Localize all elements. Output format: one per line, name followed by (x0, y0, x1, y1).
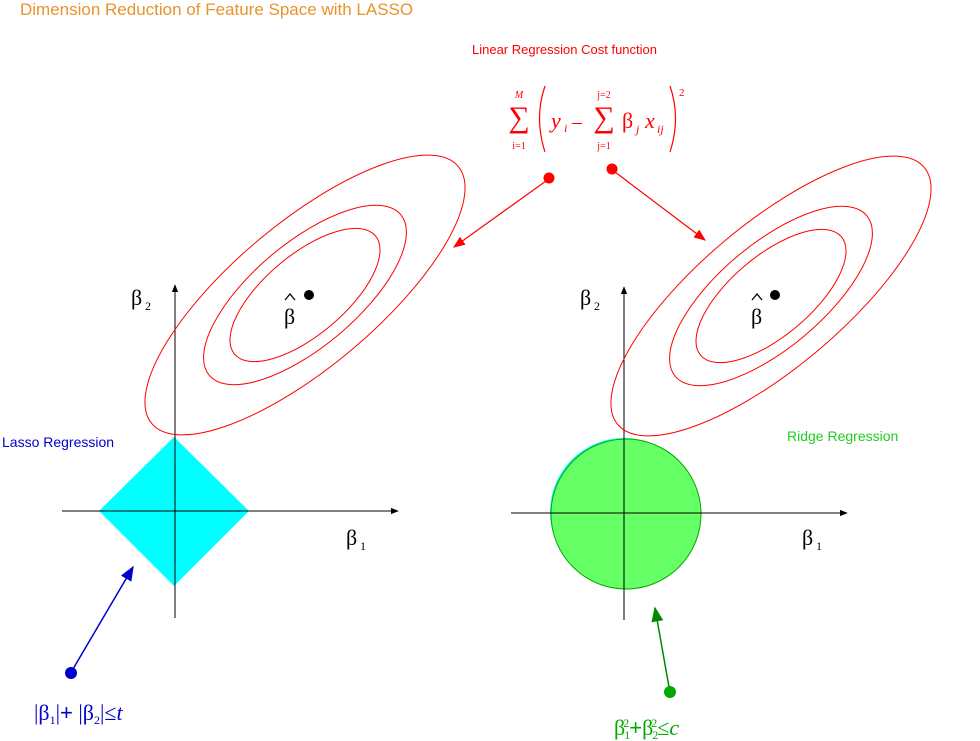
lasso-panel: β 2 β 1 β |β1|+ |β2|≤t (34, 154, 466, 727)
lasso-beta-hat-point (304, 290, 314, 300)
cost-arrow-right (614, 171, 706, 241)
ridge-beta2-sub: 2 (594, 299, 600, 313)
inner-sum-upper: j=2 (596, 90, 610, 101)
formula-x: x (644, 108, 655, 133)
ridge-contour-inner (695, 228, 847, 364)
lasso-contour-middle (203, 204, 407, 386)
ridge-arrow (651, 606, 670, 688)
formula-beta-sub: j (634, 122, 640, 136)
inner-sum-lower: j=1 (596, 141, 610, 152)
lasso-axis-labels: β 2 β 1 β (131, 285, 366, 553)
ridge-beta2-label: β (580, 285, 591, 310)
ridge-hat-mark (751, 292, 763, 301)
ridge-contours (610, 155, 932, 437)
ridge-regression-label: Ridge Regression (787, 428, 899, 444)
lasso-contour-inner (229, 227, 381, 363)
right-paren (669, 85, 677, 153)
ridge-beta1-label: β (802, 525, 813, 550)
lasso-beta1-label: β (346, 525, 357, 550)
cost-arrow-left (453, 180, 547, 248)
lasso-contours (144, 154, 466, 436)
lasso-constraint: |β1|+ |β2|≤t (34, 700, 123, 727)
outer-sum-upper: M (514, 90, 524, 101)
ridge-beta-hat-label: β (751, 304, 762, 329)
ridge-axis-labels: β 2 β 1 β (580, 285, 822, 553)
lasso-arrow (72, 565, 134, 670)
ridge-arrow-dot (664, 686, 676, 698)
ridge-panel: β 2 β 1 β β12+β22≤c (511, 155, 932, 741)
cost-arrow-right-dot (606, 163, 618, 175)
formula-power: 2 (679, 87, 685, 99)
ridge-constraint: β12+β22≤c (614, 715, 679, 741)
outer-sum-lower: i=1 (512, 141, 525, 152)
lasso-hat-mark (284, 292, 296, 301)
lasso-beta-hat-label: β (284, 304, 295, 329)
ridge-contour-outer (610, 155, 932, 437)
lasso-beta1-sub: 1 (360, 539, 366, 553)
left-paren (538, 85, 546, 153)
ridge-contour-middle (669, 205, 873, 387)
formula-y-sub: i (564, 121, 567, 135)
formula-beta: β (622, 108, 633, 133)
ridge-circle (550, 438, 702, 590)
lasso-contour-outer (144, 154, 466, 436)
cost-function-label: Linear Regression Cost function (472, 42, 657, 57)
diagram-title: Dimension Reduction of Feature Space wit… (20, 0, 414, 19)
cost-arrow-left-dot (543, 172, 555, 184)
outer-sum-symbol: ∑ (508, 101, 529, 134)
lasso-arrow-dot (65, 667, 77, 679)
ridge-beta1-sub: 1 (816, 539, 822, 553)
cost-function-formula: M ∑ i=1 y i – j=2 ∑ j=1 β j x ij 2 (508, 85, 685, 153)
cost-arrows (453, 163, 706, 248)
lasso-beta2-label: β (131, 285, 142, 310)
lasso-regression-label: Lasso Regression (2, 434, 115, 450)
lasso-beta2-sub: 2 (145, 299, 151, 313)
formula-y: y (549, 108, 561, 133)
ridge-beta-hat-point (770, 290, 780, 300)
formula-x-sub: ij (657, 122, 664, 136)
formula-minus: – (571, 111, 583, 133)
inner-sum-symbol: ∑ (593, 101, 614, 134)
